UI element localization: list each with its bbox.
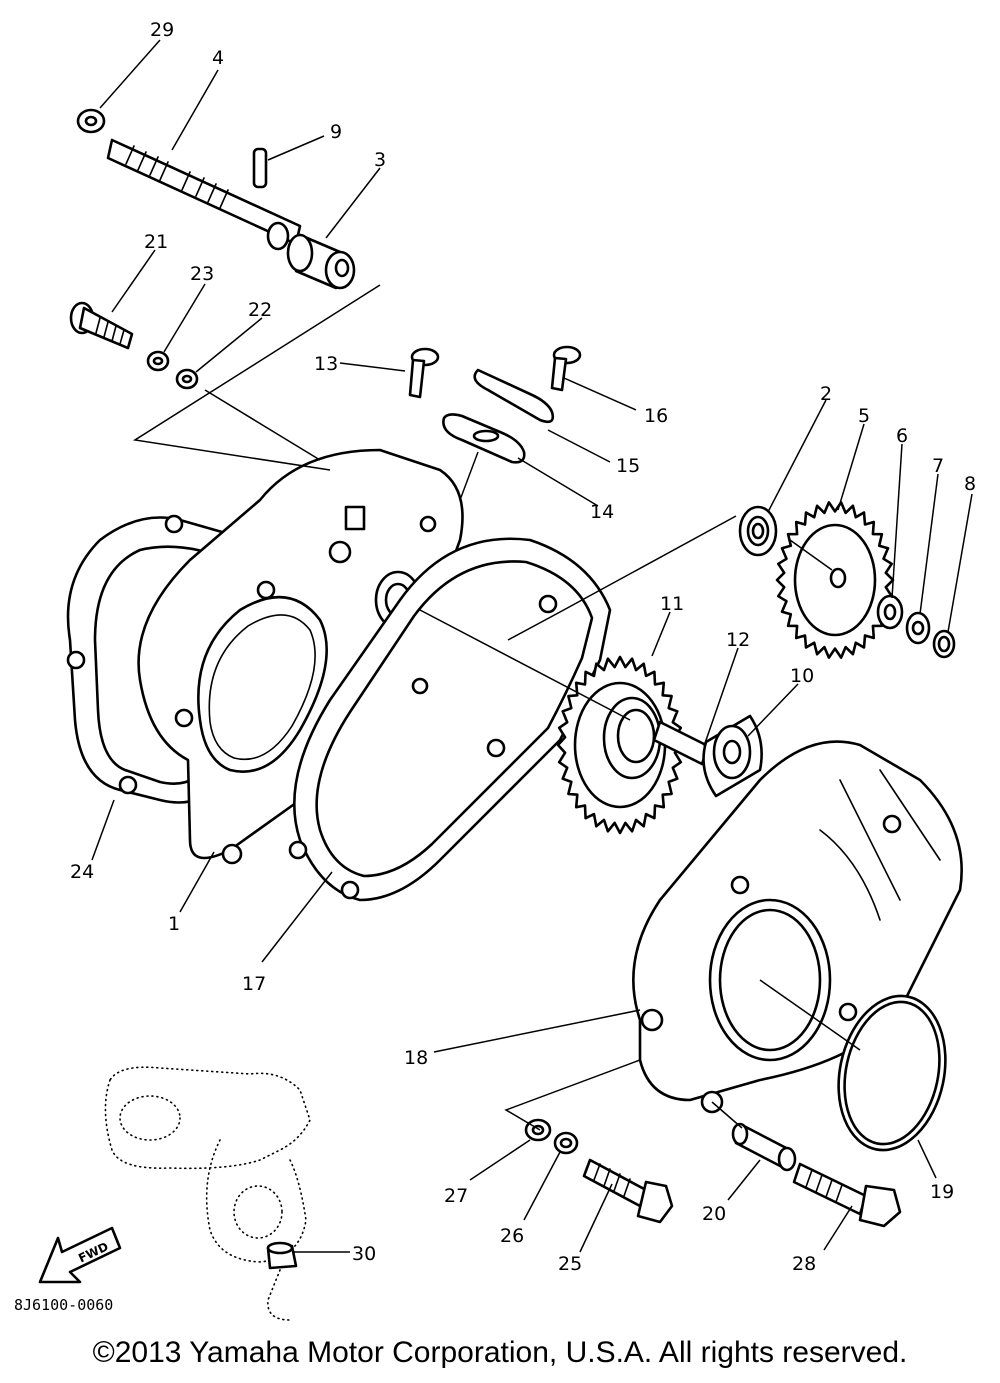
gear-5 (775, 501, 895, 659)
drawing-code: 8J6100-0060 (14, 1296, 113, 1314)
part-label-8: 8 (964, 473, 976, 495)
housing-1 (137, 448, 464, 865)
part-label-14: 14 (590, 501, 614, 523)
washer-29 (76, 108, 106, 134)
washer-22 (175, 368, 199, 390)
part-label-6: 6 (896, 425, 908, 447)
dowel-20 (731, 1122, 797, 1172)
gasket-17 (288, 537, 612, 902)
bolt-21 (69, 301, 134, 350)
bolt-28 (792, 1162, 902, 1228)
part-label-12: 12 (726, 629, 750, 651)
washer-27 (524, 1118, 552, 1142)
part-label-28: 28 (792, 1253, 816, 1275)
part-label-11: 11 (660, 593, 684, 615)
assembly-lines (132, 284, 861, 1131)
part-label-18: 18 (404, 1047, 428, 1069)
o-ring-19 (837, 994, 947, 1152)
bearing-2 (738, 505, 778, 557)
label-leaders (91, 39, 973, 1253)
pin-9 (252, 147, 268, 189)
washer-6 (876, 594, 904, 630)
part-label-27: 27 (444, 1185, 468, 1207)
part-label-3: 3 (374, 149, 386, 171)
part-number-labels: 1 2 3 4 5 6 7 8 9 10 11 12 13 14 15 16 1… (70, 19, 976, 1275)
gear-11 (556, 655, 684, 835)
part-label-19: 19 (930, 1181, 954, 1203)
shaft-4 (106, 138, 302, 251)
part-label-4: 4 (212, 47, 224, 69)
part-label-16: 16 (644, 405, 668, 427)
part-label-2: 2 (820, 383, 832, 405)
part-label-25: 25 (558, 1253, 582, 1275)
collar-3 (286, 233, 356, 290)
copyright-notice: ©2013 Yamaha Motor Corporation, U.S.A. A… (92, 1336, 908, 1369)
circlip-8 (932, 629, 956, 659)
fitting-30 (266, 1241, 298, 1270)
part-label-26: 26 (500, 1225, 524, 1247)
part-label-24: 24 (70, 861, 94, 883)
part-label-1: 1 (168, 913, 180, 935)
part-label-15: 15 (616, 455, 640, 477)
washer-7 (905, 611, 931, 645)
washer-26 (553, 1131, 579, 1155)
part-label-23: 23 (190, 263, 214, 285)
screw-13 (408, 347, 440, 399)
plate-14 (442, 413, 526, 464)
part-label-29: 29 (150, 19, 174, 41)
bolt-25 (582, 1158, 674, 1224)
part-label-9: 9 (330, 121, 342, 143)
part-label-10: 10 (790, 665, 814, 687)
plate-15 (473, 368, 555, 424)
bearing-10 (702, 714, 763, 798)
part-label-17: 17 (242, 973, 266, 995)
part-label-13: 13 (314, 353, 338, 375)
part-label-21: 21 (144, 231, 168, 253)
part-label-30: 30 (352, 1243, 376, 1265)
part-label-22: 22 (248, 299, 272, 321)
screw-16 (550, 345, 582, 392)
part-label-5: 5 (858, 405, 870, 427)
part-label-7: 7 (932, 455, 944, 477)
engine-reference-outline (104, 1066, 311, 1321)
part-label-20: 20 (702, 1203, 726, 1225)
shaft-12 (652, 720, 710, 766)
washer-23 (146, 350, 170, 372)
fwd-arrow-icon: FWD (38, 1226, 122, 1284)
